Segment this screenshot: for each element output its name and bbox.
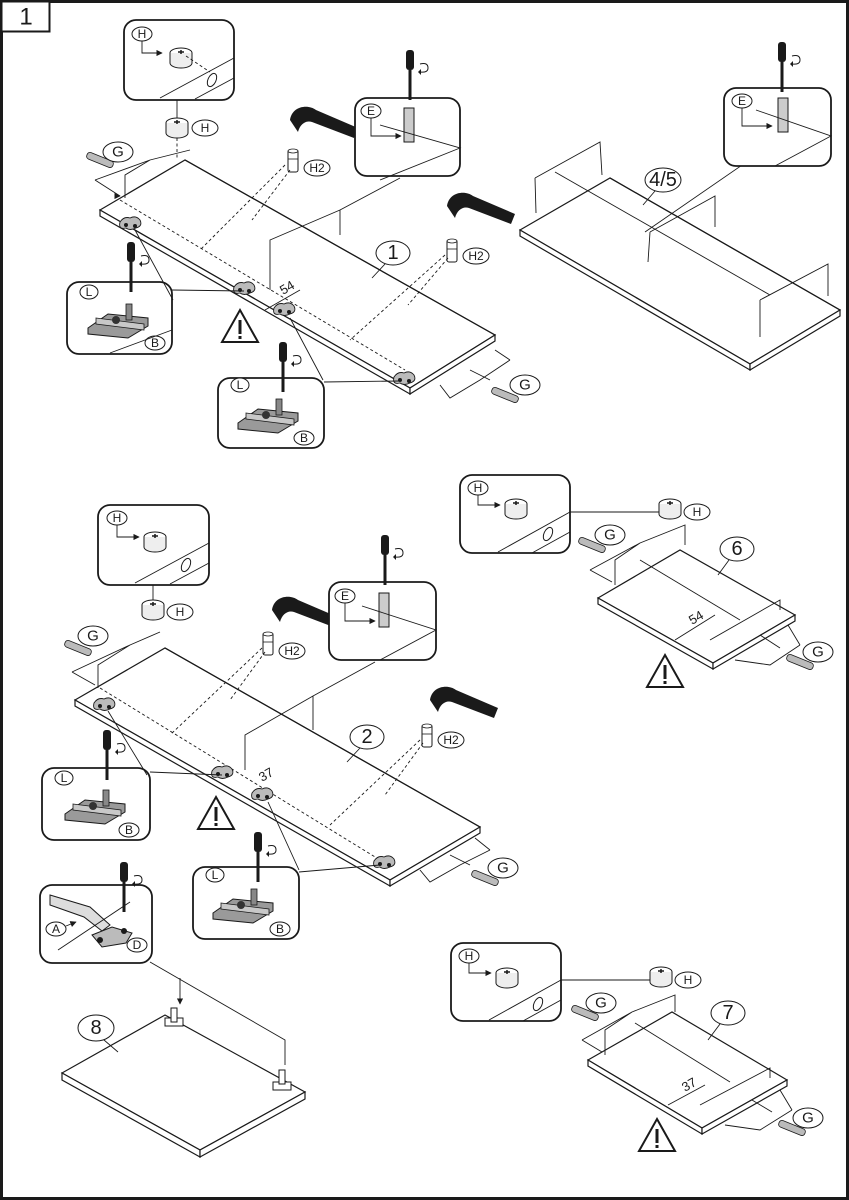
- label-g: G: [802, 1110, 814, 1127]
- metal-dowel-icon: [421, 723, 433, 748]
- label-b: B: [125, 823, 133, 837]
- warning-icon: [221, 309, 259, 343]
- part-number-2: 2: [361, 726, 372, 748]
- panel-2-assembly: H H G H2 E H2: [41, 504, 519, 940]
- part-number-7: 7: [722, 1002, 733, 1024]
- board-7: [586, 1011, 789, 1129]
- hammer-icon: [430, 686, 498, 718]
- step-number: 1: [19, 4, 32, 31]
- label-b: B: [151, 336, 159, 350]
- mounting-plate-icon: [393, 371, 416, 385]
- metal-dowel-icon: [262, 631, 274, 656]
- part-number-6: 6: [731, 538, 742, 560]
- label-h: H: [113, 511, 122, 525]
- cam-lock-icon: [141, 599, 165, 621]
- label-l: L: [61, 771, 68, 785]
- label-h: H: [684, 973, 693, 987]
- hammer-icon: [290, 106, 358, 138]
- detail-mount-plate-2: L B: [217, 341, 325, 449]
- detail-cam-lock-4: H: [450, 942, 562, 1022]
- cam-lock-icon: [165, 117, 189, 139]
- label-g: G: [595, 995, 607, 1012]
- warning-icon: [197, 796, 235, 830]
- label-h: H: [176, 605, 185, 619]
- detail-screw-pin-1: E: [354, 49, 462, 181]
- board-2: [73, 647, 482, 881]
- label-g: G: [112, 144, 124, 161]
- detail-cam-lock-1: H: [123, 19, 235, 101]
- mounting-plate-icon: [251, 787, 274, 801]
- mounting-plate-icon: [93, 697, 116, 711]
- part-number-8: 8: [90, 1017, 101, 1039]
- warning-icon: [638, 1118, 676, 1152]
- panel-8-assembly: A D 8: [39, 861, 307, 1159]
- detail-mount-plate-1: L B: [66, 241, 173, 355]
- label-g: G: [519, 377, 531, 394]
- label-h2: H2: [309, 161, 325, 175]
- label-e: E: [341, 589, 349, 603]
- label-h2: H2: [443, 733, 459, 747]
- hammer-icon: [447, 192, 515, 224]
- label-d: D: [133, 938, 142, 952]
- label-l: L: [86, 285, 93, 299]
- label-h: H: [474, 481, 483, 495]
- mounting-plate-icon: [211, 765, 234, 779]
- dimension-37: 37: [679, 1074, 699, 1094]
- label-g: G: [812, 644, 824, 661]
- part-number-4-5: 4/5: [649, 169, 677, 191]
- board-6: [596, 549, 797, 664]
- step-number-box: 1: [0, 0, 51, 33]
- label-g: G: [87, 628, 99, 645]
- mounting-plate-icon: [373, 855, 396, 869]
- label-b: B: [300, 431, 308, 445]
- label-a: A: [52, 922, 60, 936]
- label-l: L: [212, 868, 219, 882]
- detail-screw-pin-2: E: [723, 41, 833, 167]
- label-h: H: [693, 505, 702, 519]
- part-number-1: 1: [387, 242, 398, 264]
- label-e: E: [738, 94, 746, 108]
- warning-icon: [646, 654, 684, 688]
- cam-lock-icon: [658, 498, 682, 520]
- detail-hinge: A D: [39, 861, 153, 964]
- mounting-plate-icon: [273, 302, 296, 316]
- mounting-plate-icon: [119, 216, 142, 230]
- label-h: H: [201, 121, 210, 135]
- metal-dowel-icon: [287, 148, 299, 173]
- panel-4-5-assembly: E 4/5: [518, 41, 842, 372]
- board-4-5: [518, 177, 842, 365]
- metal-dowel-icon: [446, 238, 458, 263]
- detail-screw-pin-3: E: [328, 534, 438, 661]
- dimension-54: 54: [277, 277, 297, 297]
- label-b: B: [276, 922, 284, 936]
- panel-7-assembly: H H G 7 37 G: [450, 942, 824, 1152]
- mounting-plate-icon: [233, 281, 256, 295]
- label-l: L: [237, 378, 244, 392]
- label-h2: H2: [284, 644, 300, 658]
- label-e: E: [367, 104, 375, 118]
- dimension-54: 54: [686, 607, 706, 627]
- cam-lock-icon: [649, 966, 673, 988]
- label-h: H: [465, 949, 474, 963]
- panel-6-assembly: H H G 6 54 G: [459, 474, 834, 688]
- label-g: G: [497, 860, 509, 877]
- panel-1-assembly: H H G H2 E: [66, 19, 541, 449]
- detail-cam-lock-3: H: [459, 474, 571, 554]
- detail-cam-lock-2: H: [97, 504, 210, 586]
- label-h: H: [138, 27, 147, 41]
- detail-mount-plate-4: L B: [192, 831, 300, 940]
- label-g: G: [604, 527, 616, 544]
- detail-mount-plate-3: L B: [41, 729, 151, 841]
- label-h2: H2: [468, 249, 484, 263]
- dimension-37: 37: [256, 764, 276, 784]
